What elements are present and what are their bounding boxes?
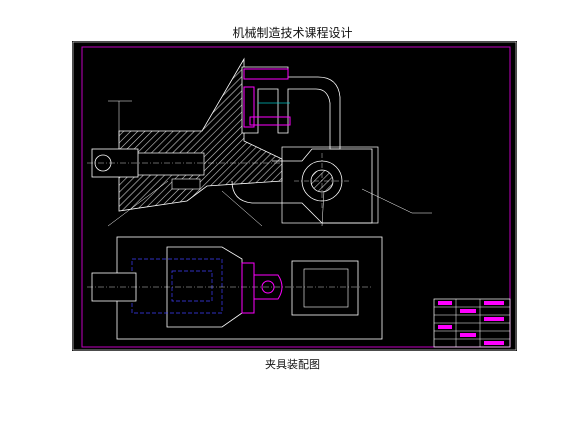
outer-frame (72, 41, 517, 351)
workpiece-top-view (253, 274, 283, 300)
title-fill-7 (484, 301, 504, 305)
title-fill-4 (438, 325, 452, 329)
cad-canvas (72, 41, 517, 351)
fixture-assembly-drawing (72, 41, 517, 351)
bracket-bore (171, 178, 201, 190)
clamp-top-view (241, 262, 255, 314)
hidden-slot-2 (171, 270, 213, 302)
bracket-slot (131, 152, 205, 176)
leader-5 (361, 188, 413, 214)
inner-border (81, 46, 511, 348)
link-plate (231, 148, 373, 224)
title-fill-6 (484, 341, 504, 345)
workpiece-lug-top (243, 68, 289, 80)
clamp-arm (241, 66, 341, 150)
figure-caption: 夹具装配图 (265, 358, 320, 371)
front-view (87, 57, 432, 227)
title-fill-1 (438, 301, 452, 305)
workpiece-lug-bottom (249, 116, 291, 126)
base-plate-outline (116, 236, 383, 340)
title-fill-2 (460, 309, 476, 313)
title-fill-3 (484, 317, 504, 321)
page-header: 机械制造技术课程设计 (232, 26, 353, 40)
leader-3 (221, 190, 263, 227)
top-view (87, 236, 383, 340)
title-fill-5 (460, 333, 476, 337)
hidden-slot-1 (131, 258, 223, 314)
workpiece-hole (261, 280, 275, 294)
title-block (433, 298, 511, 348)
block-inner (303, 268, 349, 308)
workpiece-lug-mid (243, 86, 255, 128)
block-top-view (291, 260, 359, 316)
leader-4 (321, 190, 325, 227)
base-block (281, 146, 379, 224)
leader-2 (107, 180, 169, 227)
